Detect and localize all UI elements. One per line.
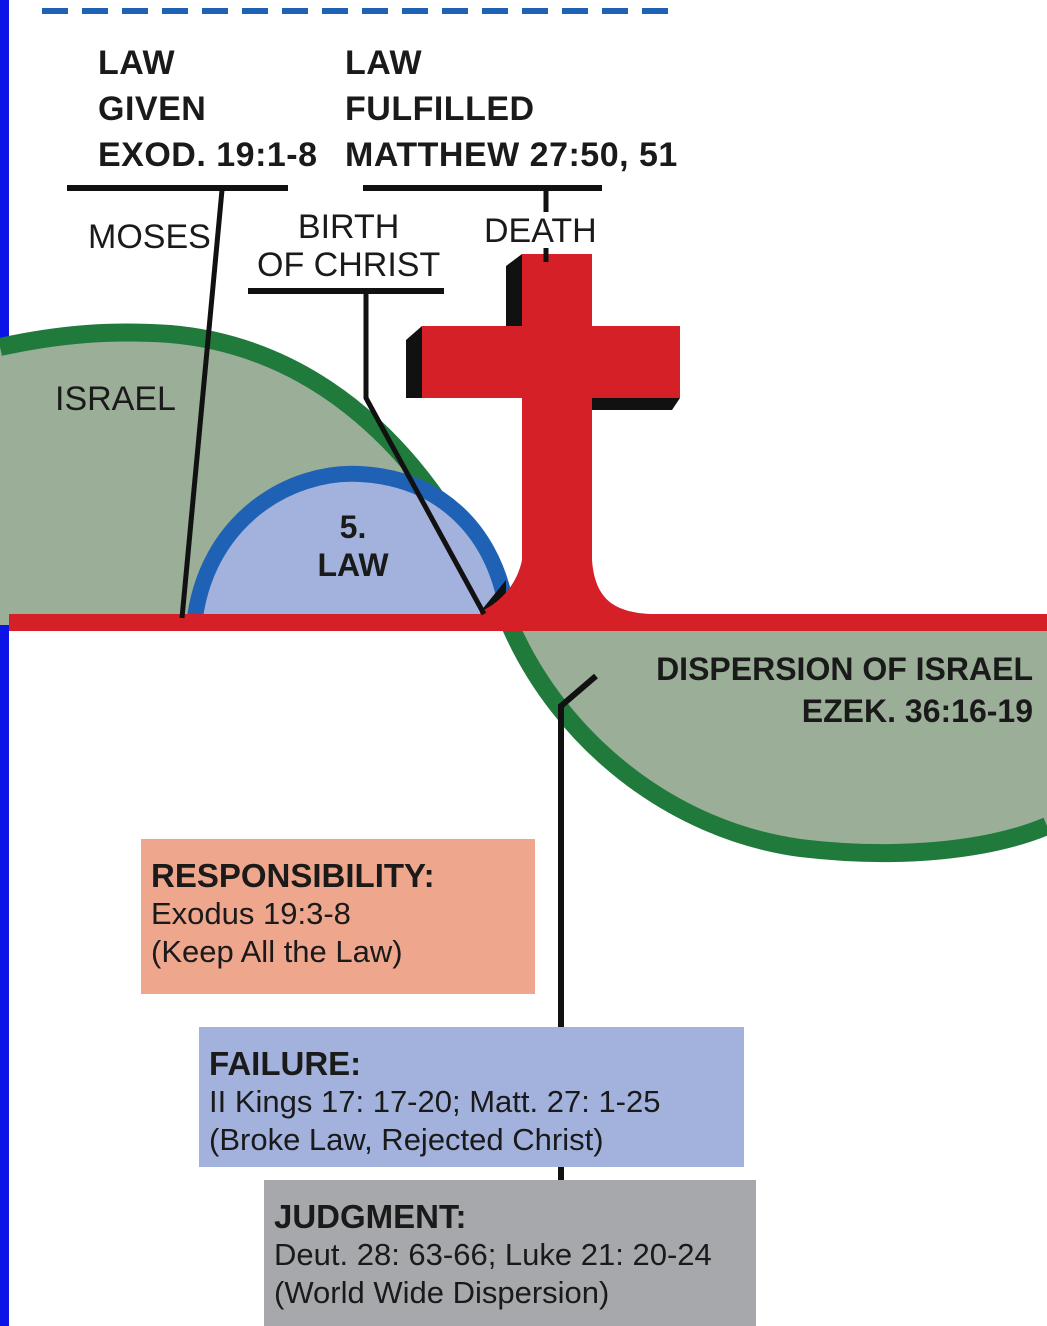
birth-pointer-line: [363, 291, 487, 616]
failure-line-1: II Kings 17: 17-20; Matt. 27: 1-25: [209, 1084, 661, 1119]
moses-pointer-line: [179, 189, 225, 619]
israel-label: ISRAEL: [55, 380, 176, 418]
judgment-line-2: (World Wide Dispersion): [274, 1275, 610, 1310]
left-edge-bar: [0, 0, 9, 1326]
birth-of-christ-label: BIRTH OF CHRIST: [257, 208, 440, 284]
death-label: DEATH: [484, 212, 597, 250]
judgment-line-1: Deut. 28: 63-66; Luke 21: 20-24: [274, 1237, 712, 1272]
judgment-box: JUDGMENT: Deut. 28: 63-66; Luke 21: 20-2…: [264, 1180, 756, 1326]
responsibility-title: RESPONSIBILITY:: [151, 857, 435, 894]
responsibility-line-2: (Keep All the Law): [151, 934, 403, 969]
law-given-line-3: EXOD. 19:1-8: [98, 136, 318, 174]
dispersion-semicircle: [510, 625, 1047, 854]
failure-line-2: (Broke Law, Rejected Christ): [209, 1122, 604, 1157]
law-dome-label: 5. LAW: [316, 508, 390, 584]
law-dome-outline: [186, 465, 513, 626]
law-text: LAW: [317, 547, 389, 583]
law-fulfilled-header: LAW FULFILLED MATTHEW 27:50, 51: [345, 40, 678, 178]
law-number: 5.: [339, 509, 367, 545]
dispersion-label: DISPERSION OF ISRAEL EZEK. 36:16-19: [656, 648, 1033, 732]
dispersion-line-2: EZEK. 36:16-19: [801, 693, 1033, 729]
dispersion-pointer-line: [558, 673, 598, 1180]
dispersion-line-1: DISPERSION OF ISRAEL: [656, 651, 1033, 687]
law-given-line-1: LAW: [98, 44, 176, 82]
law-given-line-2: GIVEN: [98, 90, 207, 128]
failure-box: FAILURE: II Kings 17: 17-20; Matt. 27: 1…: [199, 1027, 744, 1167]
law-fulfilled-line-1: LAW: [345, 44, 423, 82]
moses-label: MOSES: [88, 218, 211, 256]
dispersion-outline: [501, 621, 1047, 863]
birth-line-1: BIRTH: [297, 208, 400, 246]
cross-body: [422, 254, 680, 625]
law-fulfilled-line-3: MATTHEW 27:50, 51: [345, 136, 678, 174]
judgment-title: JUDGMENT:: [274, 1198, 467, 1235]
timeline-baseline: [9, 614, 1047, 631]
birth-line-2: OF CHRIST: [257, 246, 441, 284]
law-given-header: LAW GIVEN EXOD. 19:1-8: [98, 40, 318, 178]
cross: [406, 254, 680, 625]
law-fulfilled-line-2: FULFILLED: [345, 90, 535, 128]
cross-arm-shade: [592, 398, 680, 410]
failure-title: FAILURE:: [209, 1045, 362, 1082]
responsibility-box: RESPONSIBILITY: Exodus 19:3-8 (Keep All …: [141, 839, 535, 994]
responsibility-line-1: Exodus 19:3-8: [151, 896, 351, 931]
